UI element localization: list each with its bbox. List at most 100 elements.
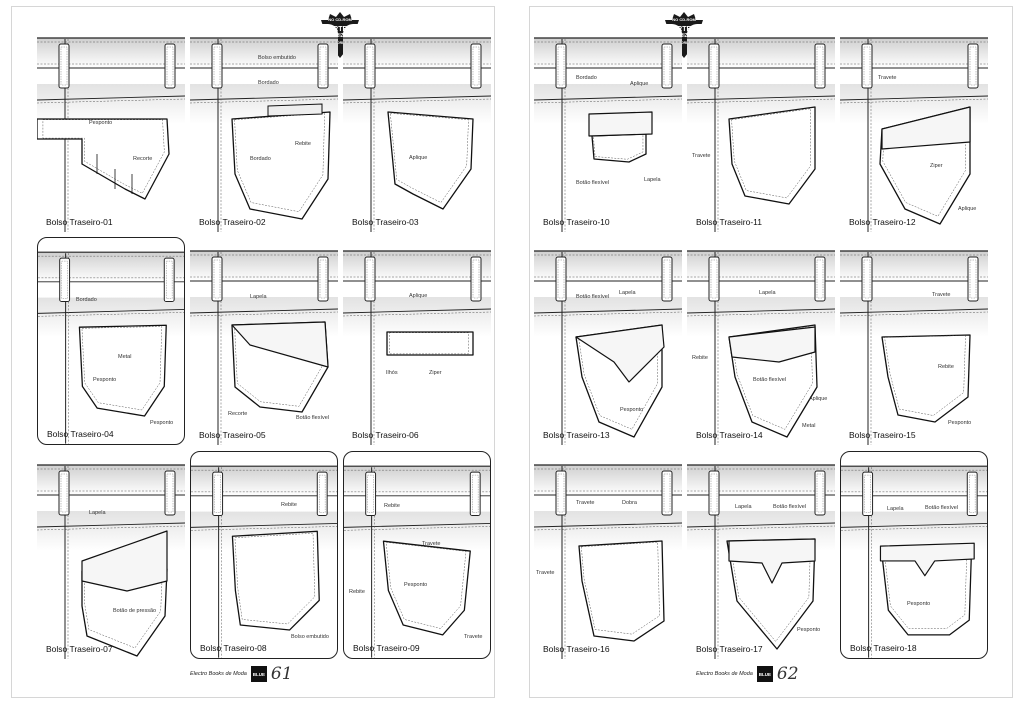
callout-label: Dobra [622, 500, 637, 506]
page-footer-left: Electro Books de Moda BLUE 61 [190, 664, 293, 684]
pocket-outline [578, 540, 665, 642]
card-title: Bolso Traseiro-02 [199, 217, 266, 227]
callout-label: Pesponto [89, 120, 113, 126]
belt-loop [470, 256, 482, 302]
pocket-outline [78, 324, 167, 417]
badge-bottom-text: COLORIDAS [329, 41, 351, 45]
callout-label: Bolso embutido [291, 634, 329, 640]
callout-label: Travete [422, 541, 441, 547]
belt-loop [555, 256, 567, 302]
pocket-welt [267, 103, 323, 117]
belt-loop [966, 471, 978, 517]
callout-label: Aplique [809, 396, 828, 402]
callout-label: Botão de pressão [113, 608, 157, 614]
belt-loop [967, 43, 979, 89]
callout-label: Lapela [644, 177, 661, 183]
belt-loop [661, 43, 673, 89]
callout-label: Recorte [228, 411, 248, 417]
pocket-flap [879, 542, 975, 577]
pocket-outline [231, 530, 320, 631]
pocket-outline [382, 540, 471, 636]
belt-loop [211, 256, 223, 302]
callout-label: Pesponto [404, 582, 428, 588]
belt-loop [164, 470, 176, 516]
belt-loop [861, 256, 873, 302]
callout-label: Ilhós [386, 370, 398, 376]
pocket-flap [728, 326, 816, 363]
belt-loop [661, 256, 673, 302]
callout-label: Travete [576, 500, 595, 506]
belt-loop [814, 43, 826, 89]
pocket-flap [231, 321, 329, 368]
card-title: Bolso Traseiro-18 [850, 643, 917, 653]
badge-bottom-text: COLORIDAS [673, 41, 695, 45]
callout-label: Metal [802, 423, 816, 429]
callout-label: Rebite [349, 589, 365, 595]
belt-loop [708, 256, 720, 302]
badge-line2: VETORIZADAS [322, 33, 358, 39]
callout-label: Lapela [89, 510, 106, 516]
belt-loop [708, 43, 720, 89]
belt-loop [164, 43, 176, 89]
card-title: Bolso Traseiro-07 [46, 644, 113, 654]
callout-label: Lapela [619, 290, 636, 296]
belt-loop [58, 470, 70, 516]
callout-label: Botão flexível [925, 505, 959, 511]
callout-label: Ziper [930, 163, 943, 169]
pocket-flap [588, 111, 653, 137]
belt-loop [661, 470, 673, 516]
badge-top-text: NO CD-ROM [672, 17, 696, 22]
cut-lines [81, 149, 133, 194]
callout-label: Botão flexível [576, 180, 610, 186]
card-title: Bolso Traseiro-06 [352, 430, 419, 440]
card-title: Bolso Traseiro-04 [47, 429, 114, 439]
callout-label: Rebite [692, 355, 708, 361]
belt-loop [470, 43, 482, 89]
pocket-flap [81, 530, 168, 592]
back-yoke [840, 297, 988, 337]
card-title: Bolso Traseiro-09 [353, 643, 420, 653]
pocket-outline [386, 331, 474, 356]
page-footer-right: Electro Books de Moda BLUE 62 [696, 664, 799, 684]
callout-label: Ziper [429, 370, 442, 376]
callout-label: Lapela [250, 294, 267, 300]
callout-label: Lapela [735, 504, 752, 510]
belt-loop [364, 43, 376, 89]
pocket-flap [728, 538, 816, 584]
belt-loop [365, 471, 377, 517]
belt-loop [862, 471, 874, 517]
badge-line1: ARTES [328, 26, 352, 33]
callout-label: Travete [464, 634, 483, 640]
callout-label: Aplique [958, 206, 977, 212]
book-title: Electro Books de Moda [190, 671, 247, 677]
callout-label: Bordado [250, 156, 271, 162]
card-title: Bolso Traseiro-14 [696, 430, 763, 440]
callout-label: Pesponto [150, 420, 174, 426]
belt-loop [708, 470, 720, 516]
callout-label: Botão flexível [753, 377, 787, 383]
callout-label: Bolso embutido [258, 55, 296, 61]
pocket-outline [231, 111, 331, 220]
page-number: 61 [270, 664, 293, 684]
belt-loop [58, 43, 70, 89]
card-title: Bolso Traseiro-16 [543, 644, 610, 654]
card-title: Bolso Traseiro-12 [849, 217, 916, 227]
callout-label: Aplique [409, 155, 428, 161]
blue-logo: BLUE [756, 666, 773, 682]
callout-label: Pesponto [797, 627, 821, 633]
callout-label: Pesponto [948, 420, 972, 426]
blue-logo: BLUE [250, 666, 267, 682]
